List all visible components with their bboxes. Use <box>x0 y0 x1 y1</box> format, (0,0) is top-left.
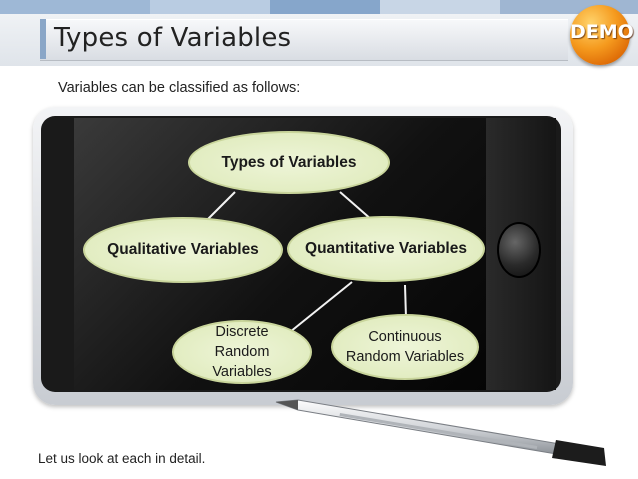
connector-line <box>204 191 236 223</box>
subtitle: Variables can be classified as follows: <box>58 80 301 96</box>
node-continuous: Continuous Random Variables <box>331 314 479 380</box>
home-button-icon <box>497 222 541 278</box>
connector-line <box>339 191 373 221</box>
title-bar <box>40 19 568 61</box>
node-discrete: Discrete Random Variables <box>172 320 312 384</box>
header-tile <box>380 0 500 14</box>
node-root: Types of Variables <box>188 131 390 194</box>
header-tile <box>270 0 380 14</box>
header-tile <box>150 0 270 14</box>
node-qualitative: Qualitative Variables <box>83 217 283 283</box>
node-quantitative: Quantitative Variables <box>287 216 485 282</box>
title-accent <box>40 19 46 59</box>
demo-badge: DEMO <box>570 5 634 65</box>
connector-line <box>289 281 353 333</box>
footer-caption: Let us look at each in detail. <box>38 451 206 466</box>
header-tile <box>0 0 150 14</box>
connector-line <box>404 284 407 319</box>
page-title: Types of Variables <box>54 23 292 53</box>
demo-badge-label: DEMO <box>570 21 634 43</box>
